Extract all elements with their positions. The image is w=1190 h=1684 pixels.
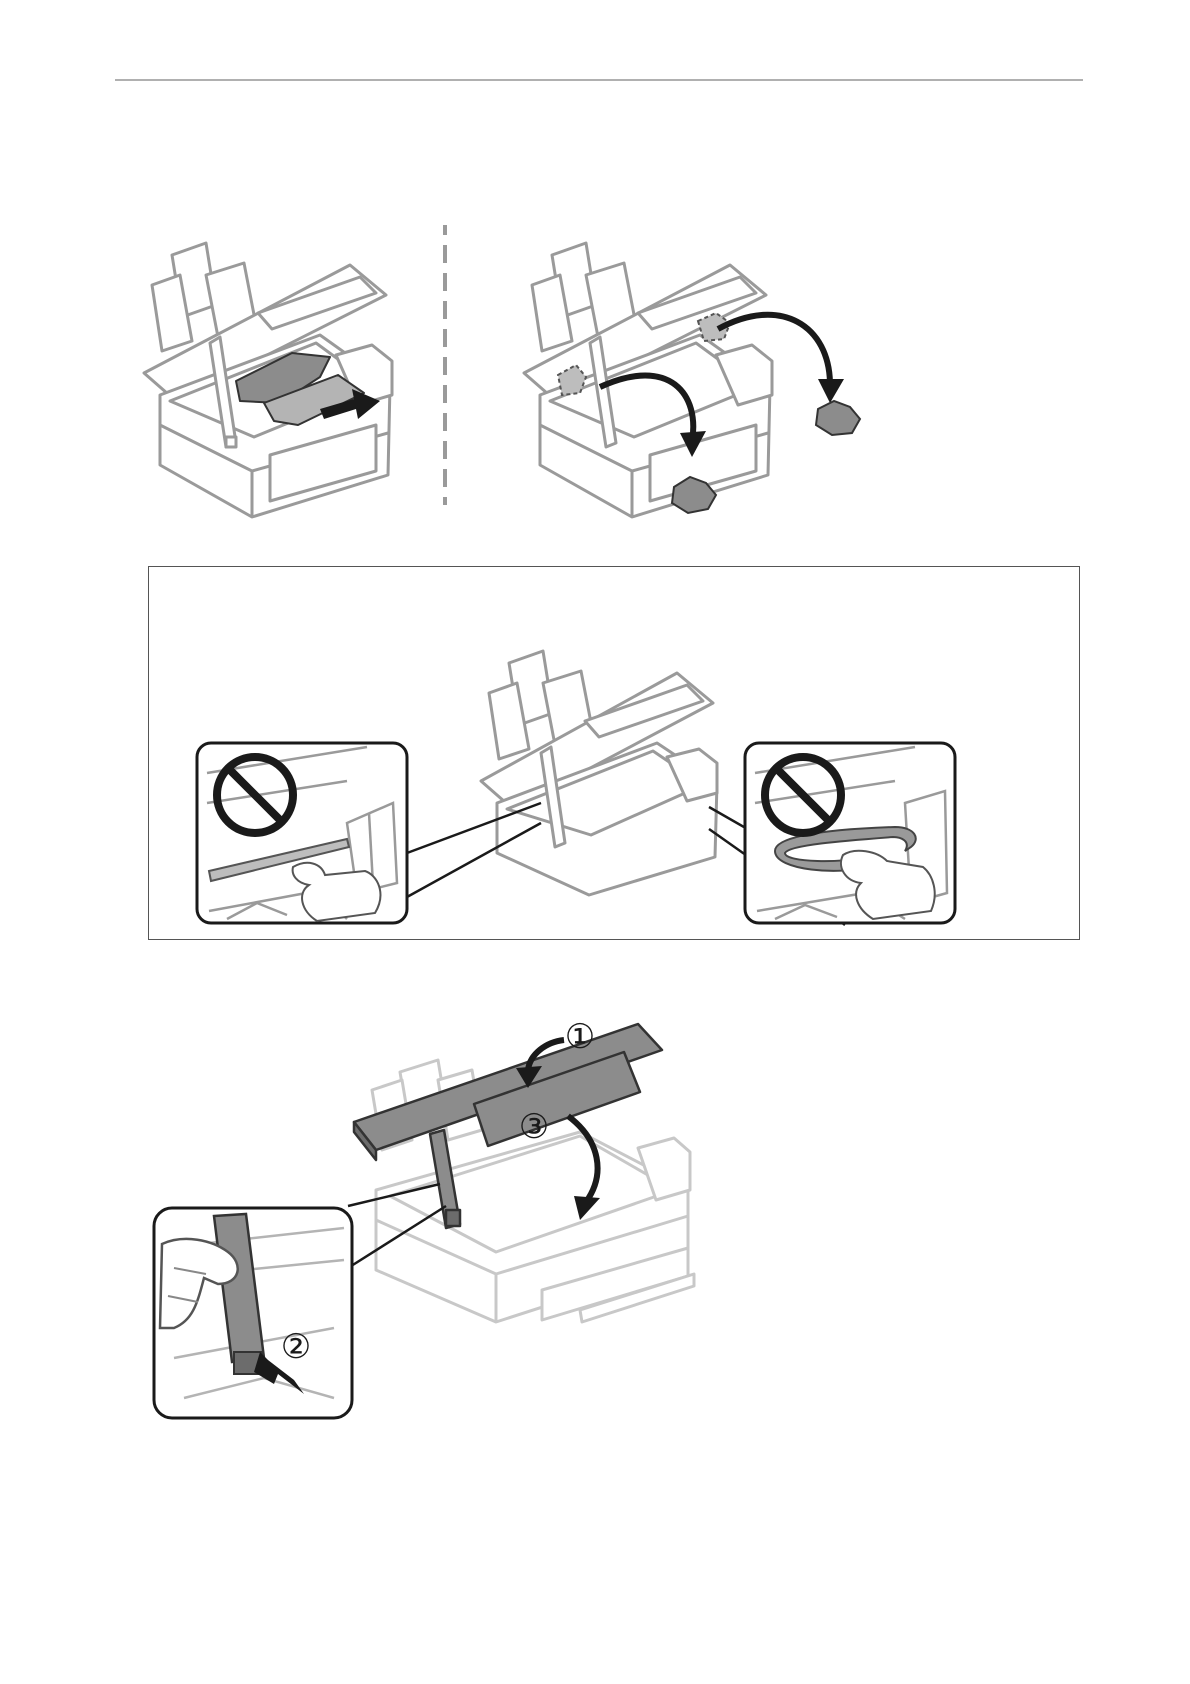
step-figure-svg — [140, 225, 960, 545]
caution-figure-svg — [149, 567, 1079, 939]
callout-number-2: ② — [281, 1327, 311, 1367]
caution-box — [148, 566, 1080, 940]
callout-number-1: ① — [565, 1020, 595, 1057]
scanner-support-push-icon — [154, 1208, 352, 1418]
header-rule — [115, 79, 1083, 81]
callout-number-3: ③ — [519, 1107, 549, 1147]
close-scanner-figure: ① ③ ② — [150, 1020, 710, 1460]
printer-open-interior-icon — [481, 651, 717, 895]
no-touch-flat-cable-prohibited-icon — [745, 743, 955, 923]
no-touch-translucent-cable-prohibited-icon — [197, 743, 407, 923]
close-figure-svg: ① ③ ② — [150, 1020, 710, 1460]
step-figure-remove-paper — [140, 225, 960, 545]
